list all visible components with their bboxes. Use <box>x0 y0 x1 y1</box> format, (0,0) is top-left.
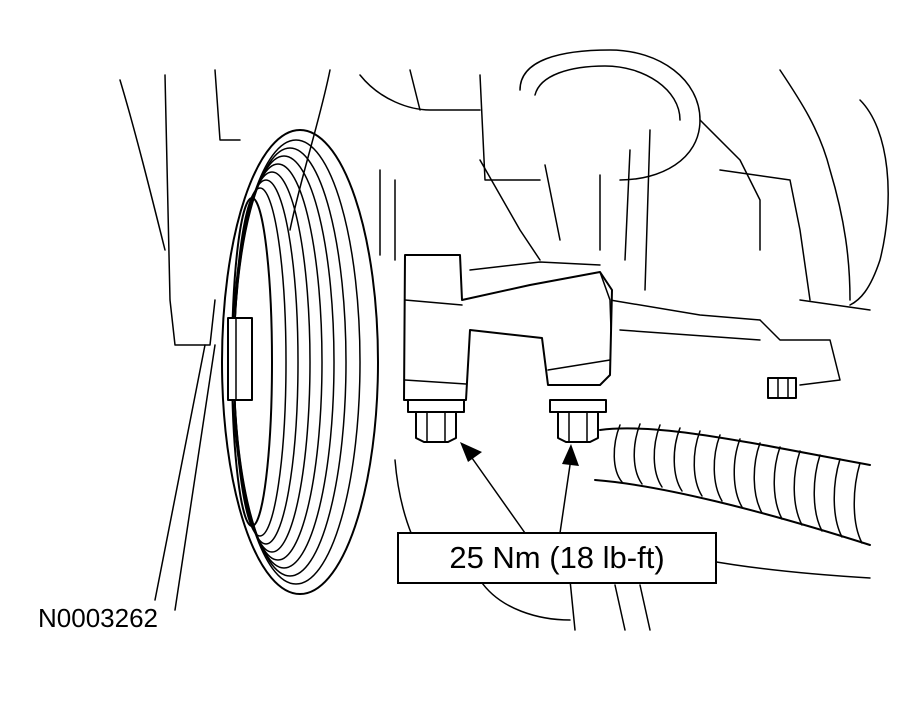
bracket-drawing <box>403 254 613 401</box>
engine-background-outline <box>119 49 889 631</box>
leader-arrow <box>154 344 579 611</box>
torque-label: 25 Nm (18 lb-ft) <box>449 540 664 575</box>
figure-id-label: N0003262 <box>38 603 158 633</box>
hose-drawing <box>594 423 871 546</box>
torque-callout: 25 Nm (18 lb-ft) <box>397 532 717 584</box>
bolt-drawing <box>407 377 797 443</box>
pulley-drawing <box>221 129 379 595</box>
